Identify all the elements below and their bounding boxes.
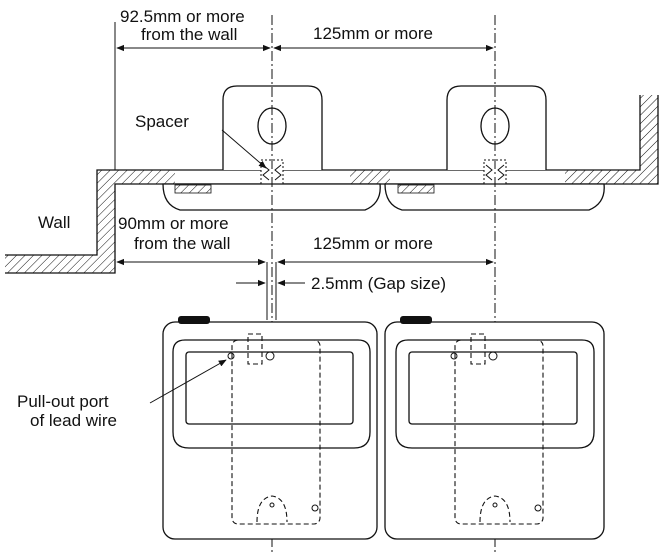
pullout-label-2: of lead wire [30, 411, 117, 430]
top-dim-label-2: from the wall [141, 25, 237, 44]
unit-front-right [384, 316, 605, 540]
mid-spacing-label: 125mm or more [313, 234, 433, 253]
top-dim-label-1: 92.5mm or more [120, 7, 245, 26]
spacer-leader [221, 129, 267, 169]
mid-dim-label-2: from the wall [134, 234, 230, 253]
gap-label: 2.5mm (Gap size) [311, 274, 446, 293]
pullout-leader [149, 359, 227, 404]
bracket-right [446, 85, 547, 170]
wall-label: Wall [38, 213, 70, 232]
unit-front-left [162, 316, 378, 540]
top-spacing-label: 125mm or more [313, 24, 433, 43]
wall-profile [5, 95, 659, 274]
pullout-label-1: Pull-out port [17, 392, 109, 411]
spacer-label: Spacer [135, 112, 189, 131]
mid-dim-label-1: 90mm or more [118, 214, 229, 233]
